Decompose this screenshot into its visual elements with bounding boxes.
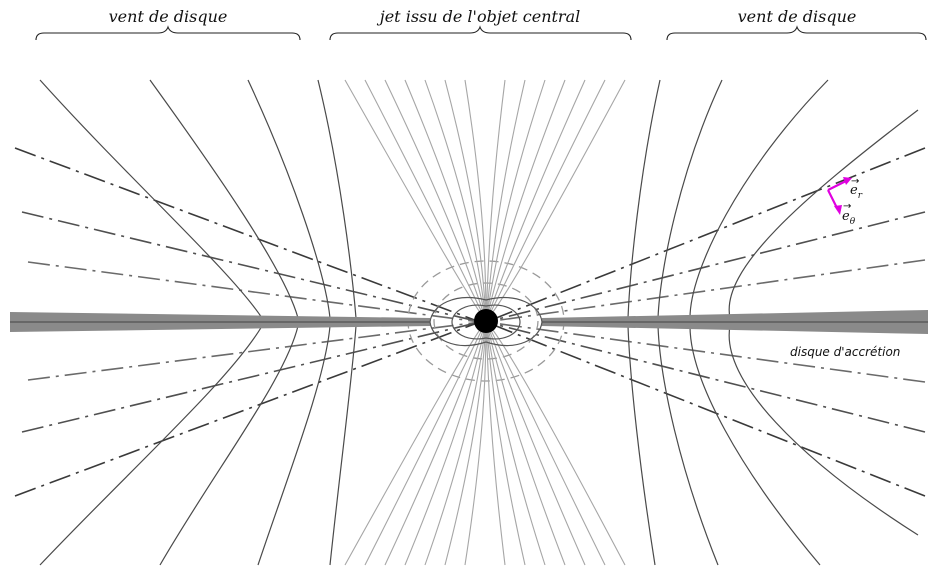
- accretion-disk: [10, 310, 928, 334]
- vector-etheta-overarrow: →: [843, 201, 851, 212]
- label-right-wind: vent de disque: [738, 7, 857, 26]
- inner-loops: [429, 296, 543, 347]
- loop-right-inner: [485, 304, 521, 340]
- jet-line: [404, 79, 487, 322]
- left-dashdot-6: [14, 321, 481, 497]
- wind-line-right: [689, 79, 829, 319]
- wind-line-left: [149, 79, 299, 319]
- loop-left-inner: [451, 304, 487, 340]
- label-accretion-disk: disque d'accrétion: [790, 345, 900, 359]
- right-dashdot-1: [485, 147, 926, 323]
- jet-line: [344, 320, 487, 566]
- right-dashdot-2: [485, 211, 926, 323]
- jet-field-lines: [344, 79, 626, 566]
- jet-line: [424, 79, 487, 322]
- jet-line: [485, 79, 526, 322]
- jet-line: [485, 79, 566, 322]
- vector-er-overarrow: →: [851, 176, 859, 187]
- brace-center: [329, 25, 632, 41]
- vector-etheta-head: [834, 205, 842, 215]
- wind-line-right: [728, 109, 919, 319]
- wind-line-left: [39, 79, 263, 319]
- left-dashdot-2: [21, 211, 481, 323]
- central-object: [474, 309, 498, 333]
- wind-line-left: [159, 325, 299, 566]
- jet-line: [485, 320, 606, 566]
- jet-line: [485, 79, 506, 322]
- left-dashdot-5: [21, 321, 481, 433]
- wind-line-left: [39, 325, 263, 566]
- region-braces: [35, 25, 927, 41]
- jet-line: [384, 320, 487, 566]
- jet-line: [485, 320, 506, 566]
- vector-er-head: [843, 177, 852, 185]
- brace-left: [35, 25, 301, 41]
- vector-er-label: er: [850, 183, 863, 201]
- wind-line-right: [627, 325, 656, 566]
- jet-line: [384, 79, 487, 322]
- loop-left: [429, 296, 487, 347]
- brace-right: [666, 25, 927, 41]
- vector-er-arrow: [827, 179, 849, 191]
- wind-line-left: [317, 79, 357, 319]
- wind-streamlines: [39, 79, 919, 566]
- left-dashdot-4: [27, 321, 481, 381]
- jet-line: [444, 79, 487, 322]
- jet-line: [485, 79, 626, 322]
- wind-line-right: [657, 79, 723, 319]
- wind-line-left: [257, 325, 331, 566]
- jet-line: [485, 79, 586, 322]
- left-dashdot-3: [27, 261, 481, 323]
- jet-line: [364, 79, 487, 322]
- wind-line-left: [329, 325, 357, 566]
- jet-line: [485, 320, 566, 566]
- wind-line-right: [689, 325, 821, 566]
- jet-line: [404, 320, 487, 566]
- wind-line-right: [728, 325, 919, 536]
- jet-line: [344, 79, 487, 322]
- jet-line: [485, 320, 626, 566]
- left-dashdot-1: [14, 147, 481, 323]
- basis-vectors: er eθ → →: [827, 176, 863, 227]
- top-labels: vent de disque jet issu de l'objet centr…: [109, 7, 857, 26]
- loop-right: [485, 296, 543, 347]
- wind-line-right: [657, 325, 719, 566]
- jet-line: [485, 320, 546, 566]
- jet-line: [424, 320, 487, 566]
- label-central-jet: jet issu de l'objet central: [377, 7, 580, 26]
- jet-line: [464, 79, 487, 322]
- jet-line: [464, 320, 487, 566]
- label-left-wind: vent de disque: [109, 7, 228, 26]
- right-dashdot-lines: [485, 147, 926, 497]
- left-dashdot-lines: [14, 147, 481, 497]
- right-dashdot-6: [485, 321, 926, 497]
- wind-line-left: [247, 79, 331, 319]
- right-dashdot-5: [485, 321, 926, 433]
- wind-line-right: [627, 79, 661, 319]
- vector-etheta-label: eθ: [842, 209, 856, 227]
- jet-line: [485, 320, 586, 566]
- jet-line: [364, 320, 487, 566]
- jet-line: [485, 79, 606, 322]
